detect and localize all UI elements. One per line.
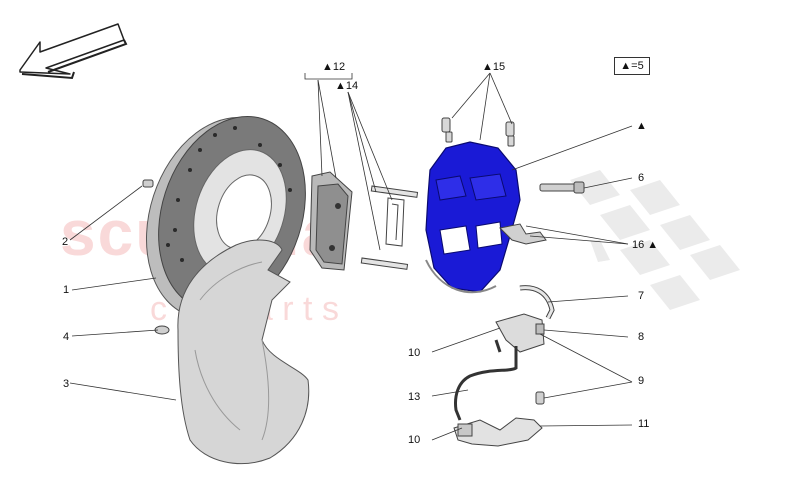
callout-15: ▲15 <box>482 61 506 73</box>
callout-10-upper: 10 <box>408 347 421 359</box>
callout-1: 1 <box>63 284 70 296</box>
disc-screw <box>142 179 154 188</box>
fitting-16 <box>498 223 547 245</box>
bleed-screws <box>441 117 515 147</box>
callout-8: 8 <box>638 331 645 343</box>
brake-pads <box>309 171 353 271</box>
brake-hose <box>519 285 555 320</box>
pad-pins-and-spring <box>360 185 419 270</box>
callout-9: 9 <box>638 375 645 387</box>
dust-shield <box>177 239 310 465</box>
callout-10-lower: 10 <box>408 434 421 446</box>
callout-4: 4 <box>63 331 70 343</box>
screw-9 <box>535 391 545 405</box>
hose-bracket <box>495 313 545 353</box>
callout-16: 16 ▲ <box>632 239 659 251</box>
callout-13: 13 <box>408 391 421 403</box>
callout-2: 2 <box>62 236 69 248</box>
callout-11: 11 <box>638 418 650 430</box>
callout-12: ▲12 <box>322 61 346 73</box>
callout-7: 7 <box>638 290 645 302</box>
brake-pipe <box>454 339 518 421</box>
callout-6: 6 <box>638 172 645 184</box>
leader-lines <box>69 72 633 441</box>
brake-caliper <box>425 141 521 294</box>
arrow-up-left-icon <box>19 23 128 80</box>
caliper-bolt <box>539 181 585 194</box>
callout-3: 3 <box>63 378 70 390</box>
lower-bracket <box>453 417 543 447</box>
legend-note: ▲=5 <box>614 57 650 75</box>
callout-triangle: ▲ <box>636 120 647 132</box>
callout-14: ▲14 <box>335 80 359 92</box>
watermark-flag <box>570 170 740 310</box>
